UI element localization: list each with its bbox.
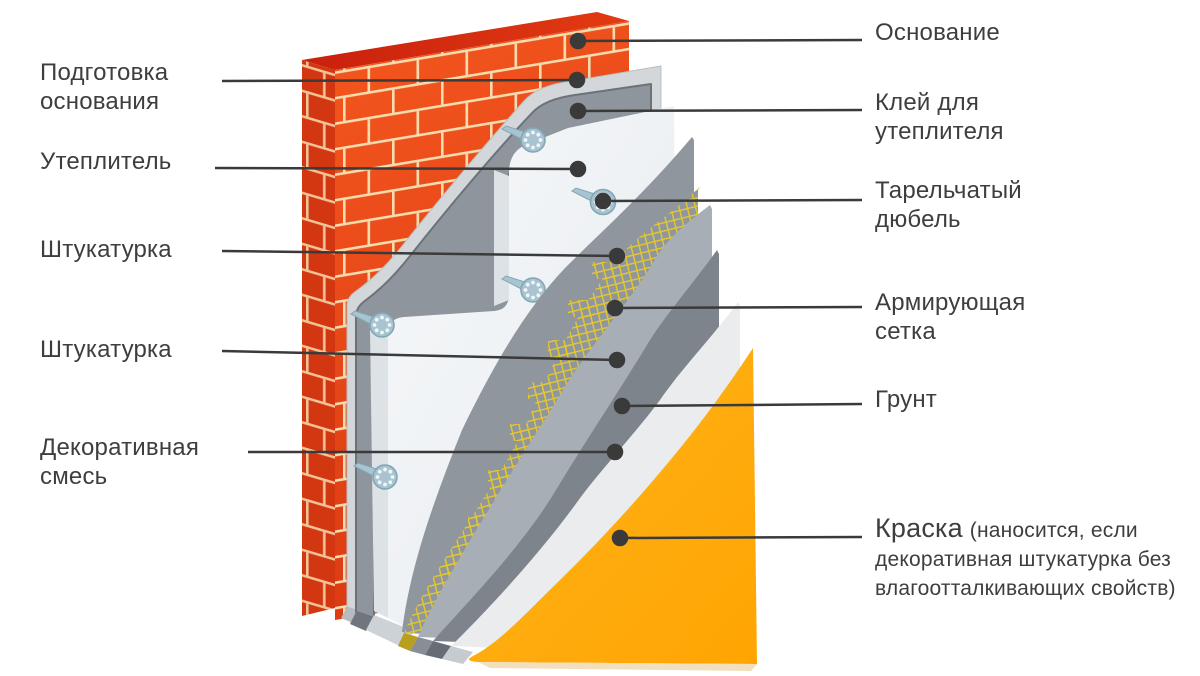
callout-dot [569,102,587,120]
label-paint-note: (наносится, если декоративная штукатурка… [875,519,1176,600]
dowel-icon [350,310,395,338]
label-primer: Грунт [875,386,937,413]
callout-line-insulation [214,166,579,171]
callout-lines [214,32,863,547]
callout-line-plate-dowel [602,198,863,203]
callout-line-primer [621,402,863,408]
callout-dot [606,299,624,317]
label-base-wall: Основание [875,19,1000,46]
label-base-preparation: Подготовка основания [40,59,169,115]
callout-line-base-wall [577,38,863,43]
dowel-icon [501,275,546,303]
label-plaster-top: Штукатурка [40,336,172,363]
callout-dot [594,192,612,210]
label-decorative-mix: Декоративная смесь [40,434,200,490]
label-plate-dowel: Тарельчатый дюбель [875,177,1022,233]
callout-dot [606,443,624,461]
label-insulation: Утеплитель [40,148,172,175]
callout-line-plaster-base [221,249,618,258]
label-paint-title: Краска [875,513,963,543]
callout-dot [611,529,629,547]
callout-line-plaster-top [221,349,618,362]
callout-line-paint [619,535,863,540]
dowel-icon [501,125,546,153]
callout-dot [569,160,587,178]
dowel-icon [353,462,398,490]
label-insulation-glue: Клей для утеплителя [875,89,1004,145]
callout-dot [613,397,631,415]
callout-line-base-preparation [221,78,578,83]
callout-dot [568,71,586,89]
callout-line-insulation-glue [577,108,863,113]
callout-dot [608,351,626,369]
callout-line-reinforcing-mesh [614,305,863,310]
layer-paint [469,348,757,671]
label-plaster-base: Штукатурка [40,236,172,263]
label-reinforcing-mesh: Армирующая сетка [875,289,1026,345]
callout-dot [569,32,587,50]
label-paint: Краска (наносится, если декоративная шту… [875,514,1180,603]
callout-dot [608,247,626,265]
